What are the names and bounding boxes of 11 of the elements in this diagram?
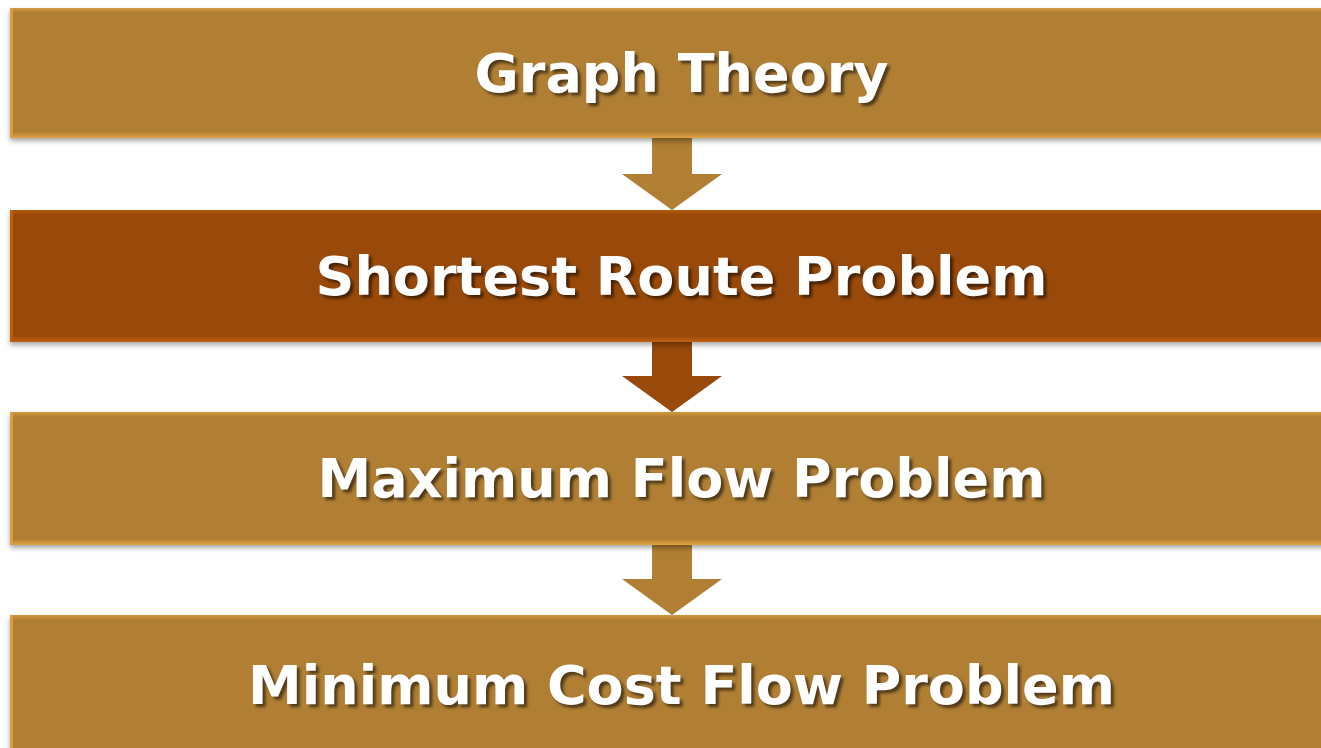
arrow xyxy=(622,545,722,615)
arrow xyxy=(622,138,722,210)
bar-title: Shortest Route Problem xyxy=(315,244,1048,308)
bar-title: Graph Theory xyxy=(474,41,889,105)
title-bar xyxy=(10,210,1321,342)
title-bar xyxy=(10,615,1321,748)
arrow xyxy=(622,342,722,412)
bar-title: Maximum Flow Problem xyxy=(317,447,1046,510)
title-bar xyxy=(10,412,1321,545)
title-bar xyxy=(10,8,1321,138)
bar-title: Minimum Cost Flow Problem xyxy=(248,653,1115,717)
